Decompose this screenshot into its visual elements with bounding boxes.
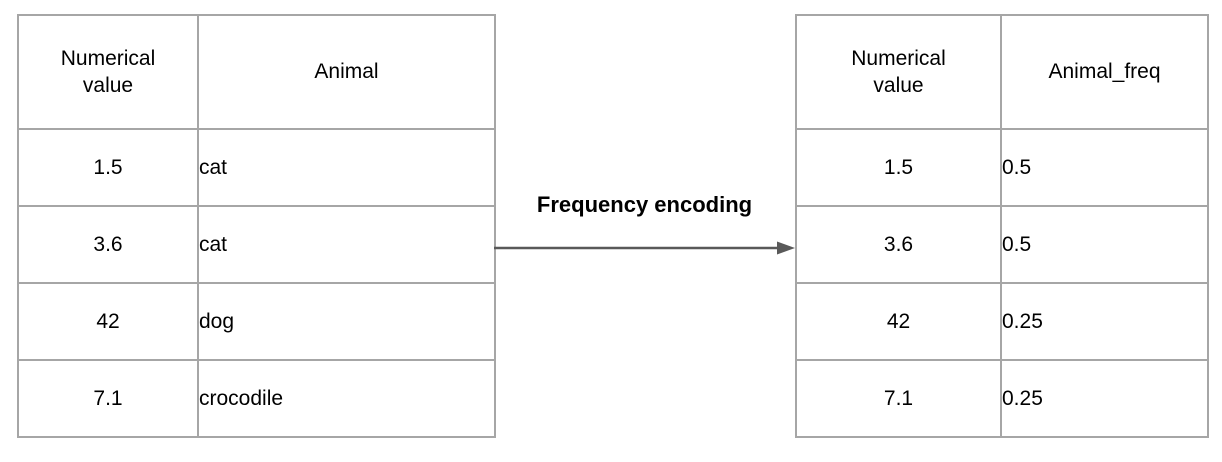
cell-numerical-value: 7.1	[17, 359, 199, 438]
cell-numerical-value: 42	[795, 282, 1002, 361]
cell-animal: crocodile	[197, 359, 496, 438]
input-header-animal: Animal	[197, 14, 496, 130]
table-row: 7.1 0.25	[795, 359, 1209, 438]
table-row: 3.6 0.5	[795, 205, 1209, 284]
table-row: 7.1 crocodile	[17, 359, 496, 438]
header-label: Animal	[314, 60, 379, 84]
output-table-header-row: Numerical value Animal_freq	[795, 14, 1209, 130]
cell-animal-freq: 0.5	[1000, 128, 1209, 207]
cell-numerical-value: 1.5	[795, 128, 1002, 207]
arrow-label: Frequency encoding	[536, 192, 753, 217]
output-table: Numerical value Animal_freq 1.5 0.5 3.6 …	[795, 14, 1209, 438]
cell-animal-freq: 0.25	[1000, 359, 1209, 438]
cell-animal-freq: 0.25	[1000, 282, 1209, 361]
header-label: Numerical value	[60, 46, 156, 97]
cell-numerical-value: 42	[17, 282, 199, 361]
right-arrow-icon	[494, 241, 795, 255]
table-row: 3.6 cat	[17, 205, 496, 284]
cell-numerical-value: 3.6	[17, 205, 199, 284]
cell-animal: dog	[197, 282, 496, 361]
output-header-numerical-value: Numerical value	[795, 14, 1002, 130]
output-header-animal-freq: Animal_freq	[1000, 14, 1209, 130]
table-row: 42 0.25	[795, 282, 1209, 361]
table-row: 42 dog	[17, 282, 496, 361]
cell-animal-freq: 0.5	[1000, 205, 1209, 284]
input-header-numerical-value: Numerical value	[17, 14, 199, 130]
header-label: Animal_freq	[1048, 60, 1161, 84]
cell-numerical-value: 3.6	[795, 205, 1002, 284]
table-row: 1.5 0.5	[795, 128, 1209, 207]
input-table-header-row: Numerical value Animal	[17, 14, 496, 130]
cell-animal: cat	[197, 128, 496, 207]
table-row: 1.5 cat	[17, 128, 496, 207]
input-table: Numerical value Animal 1.5 cat 3.6 cat 4…	[17, 14, 496, 438]
cell-animal: cat	[197, 205, 496, 284]
cell-numerical-value: 1.5	[17, 128, 199, 207]
cell-numerical-value: 7.1	[795, 359, 1002, 438]
header-label: Numerical value	[851, 46, 946, 97]
